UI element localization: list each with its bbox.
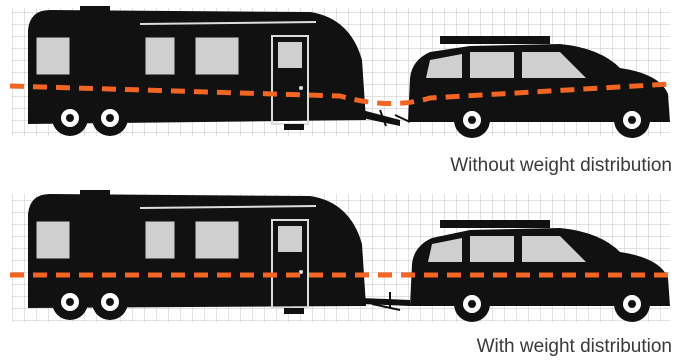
caravan-window [194,36,240,76]
caravan-window [35,220,71,260]
panel-with-weight-distribution: With weight distribution [0,188,685,334]
caravan-window [194,220,240,260]
caravan-window [144,220,176,260]
car-window [470,236,514,262]
panel-without-weight-distribution: Without weight distribution [0,0,685,150]
towing-diagram-without [0,0,685,150]
door-window [278,42,302,68]
caravan-window [35,36,71,76]
caption-without: Without weight distribution [450,155,672,177]
caption-with: With weight distribution [477,336,672,358]
caravan-window [144,36,176,76]
roof-rack [440,36,550,44]
car-window [470,52,514,78]
caravan-step [284,308,304,314]
caravan-step [284,124,304,130]
door-window [278,226,302,252]
towing-diagram-with [0,188,685,334]
roof-rack [440,220,550,228]
door-handle [299,86,303,90]
